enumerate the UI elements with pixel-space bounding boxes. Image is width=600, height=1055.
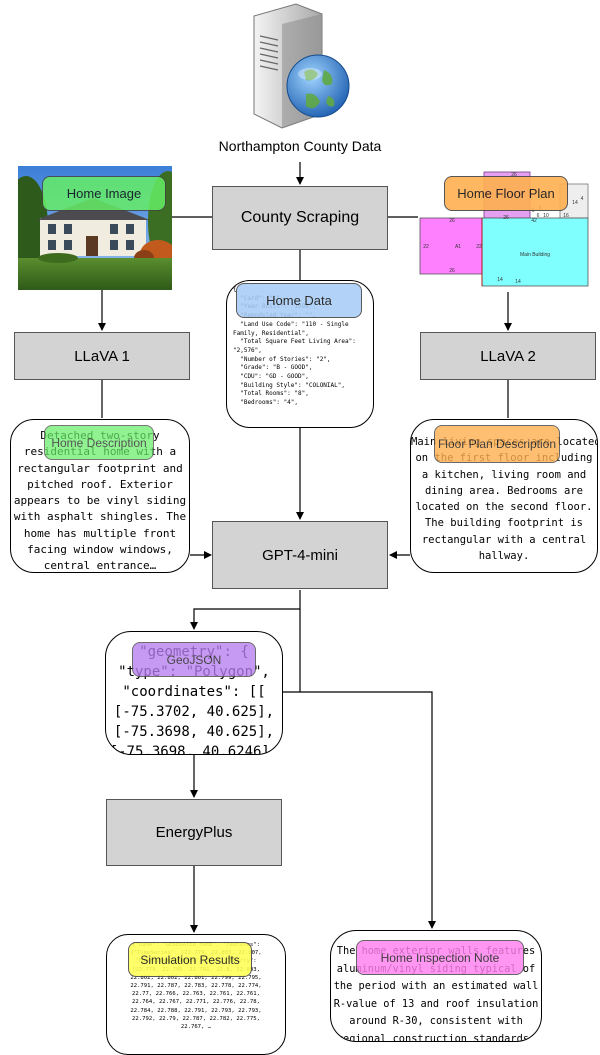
home-data-line: "Total Square Feet Living Area": — [233, 338, 356, 346]
home-inspection-note-tag: Home Inspection Note — [356, 940, 524, 975]
floor-plan-description-line: located on the second floor. — [415, 501, 593, 514]
floor-plan-label: 42 — [531, 218, 537, 224]
home-data-line: "Building Style": "COLONIAL", — [233, 381, 345, 389]
inspection-note-line: the period with an estimated wall — [333, 980, 539, 992]
home-data-tag: Home Data — [236, 283, 362, 318]
inspection-note-line: around R-30, consistent with — [349, 1015, 523, 1027]
home-image-tag: Home Image — [42, 176, 166, 211]
home-data-line: "Number of Stories": "2", — [233, 355, 331, 363]
inspection-note-line: R-value of 13 and roof insulation — [333, 997, 539, 1010]
floor-plan-label: 22 — [423, 244, 429, 250]
home-data-line: "Bedrooms": "4", — [233, 399, 299, 407]
home-floor-plan-tag: Home Floor Plan — [444, 176, 568, 211]
floor-plan-label: 10 — [543, 213, 549, 219]
floor-plan-description-line: a kitchen, living room and — [421, 468, 587, 481]
home-data-line: "Grade": "B - GOOD", — [233, 364, 313, 372]
geojson-line: "coordinates": [[ — [122, 684, 266, 700]
home-data-line: Family, Residential", — [233, 329, 309, 337]
home-description-line: with asphalt shingles. The — [13, 510, 187, 524]
floor-plan-label: 22 — [476, 244, 482, 250]
geojson-tag: GeoJSON — [132, 642, 256, 677]
floor-plan-label: 26 — [449, 268, 455, 274]
floor-plan-label: 6 — [537, 213, 540, 219]
home-description-line: rectangular footprint and — [17, 461, 183, 475]
home-data-line: { — [233, 286, 237, 293]
home-description-line: pitched roof. Exterior — [27, 477, 173, 491]
simulation-results-line: 22.791, 22.787, 22.783, 22.778, 22.774, — [130, 983, 262, 990]
arrow-gpt-to-inspection — [282, 691, 436, 929]
server-globe-icon — [253, 3, 350, 129]
floor-plan-label: 14 — [497, 277, 503, 283]
floor-plan-label: Main Building — [520, 252, 550, 258]
floor-plan-label: 14 — [572, 200, 578, 206]
floor-plan-description-line: dining area. Bedrooms are — [424, 484, 584, 497]
floor-plan-label: 26 — [449, 218, 455, 224]
county-scraping-box: County Scraping — [212, 186, 388, 250]
simulation-results-line: 22.792, 22.79, 22.787, 22.782, 22.775, — [132, 1015, 260, 1022]
floor-plan-label: 16 — [563, 213, 569, 219]
home-description-tag: Home Description — [44, 425, 154, 460]
arrow-gpt-to-geojson — [190, 590, 301, 630]
geojson-line: [-75.3698, 40.625], — [113, 724, 275, 740]
simulation-results-line: 22.767, … — [180, 1024, 212, 1031]
floor-plan-label: A1 — [455, 244, 461, 250]
home-data-line: "Total Rooms": "8", — [233, 390, 309, 398]
home-description-text: Detached two-storyresidential home with … — [11, 428, 189, 573]
floor-plan-description-line: hallway. — [478, 550, 530, 563]
home-data-line: "2,576", — [233, 346, 262, 354]
floor-plan-label: 26 — [503, 215, 509, 221]
home-description-line: facing window windows, — [27, 543, 173, 557]
simulation-results-line: 22.784, 22.788, 22.791, 22.793, 22.793, — [130, 1007, 262, 1014]
gpt-box: GPT-4-mini — [212, 521, 388, 589]
home-description-line: home has multiple front — [23, 526, 177, 540]
simulation-results-tag: Simulation Results — [128, 942, 252, 977]
geojson-line: [-75.3702, 40.625], — [113, 704, 275, 720]
geojson-line: [-75.3698, 40.6246], — [109, 744, 279, 755]
floor-plan-label: 14 — [515, 279, 521, 285]
home-description-line: appears to be vinyl siding — [13, 494, 187, 508]
floor-plan-label: 6 — [532, 208, 535, 214]
home-description-line: central entrance… — [43, 559, 157, 573]
source-label: Northampton County Data — [218, 138, 382, 154]
floor-plan-description-line: The building footprint is — [424, 517, 584, 530]
home-data-line: "Land Use Code": "110 - Single — [233, 320, 349, 328]
floor-plan-description-tag: Floor Plan Description — [434, 425, 560, 463]
llava2-box: LLaVA 2 — [420, 332, 596, 380]
simulation-results-line: 22.802, 22.802, 22.801, 22.799, 22.795, — [130, 974, 262, 981]
floor-plan-label: 26 — [511, 172, 517, 178]
simulation-results-line: 22.77, 22.766, 22.763, 22.761, 22.761, — [132, 991, 260, 998]
floor-plan-label: 4 — [581, 196, 584, 202]
home-data-line: "CDU": "GD - GOOD", — [233, 373, 309, 381]
llava1-box: LLaVA 1 — [14, 332, 190, 380]
floor-plan-description-line: rectangular with a central — [421, 533, 587, 546]
simulation-results-line: 22.764, 22.767, 22.771, 22.776, 22.78, — [132, 999, 260, 1006]
energyplus-box: EnergyPlus — [106, 799, 282, 866]
inspection-note-line: regional construction standards… — [336, 1032, 536, 1042]
